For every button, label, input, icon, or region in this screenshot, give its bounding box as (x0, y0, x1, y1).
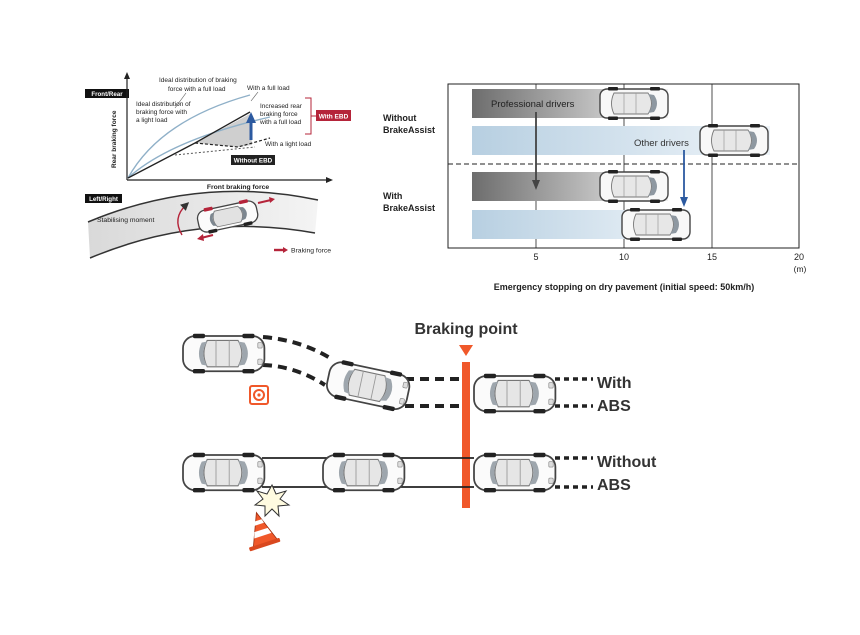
group-without-label-2: BrakeAssist (383, 125, 435, 135)
ideal-full-load-curve (127, 94, 251, 179)
without-abs-label-1: Without (597, 454, 657, 471)
without-ebd-badge-label: Without EBD (234, 158, 273, 165)
ebd-x-label: Front braking force (207, 184, 270, 191)
ideal-light-label-3: a light load (136, 117, 168, 124)
with-full-load-label: With a full load (247, 85, 290, 92)
other-drivers-label: Other drivers (634, 138, 689, 149)
ideal-light-label-1: Ideal distribution of (136, 101, 191, 108)
without-ebd-badge (231, 155, 275, 165)
braking-point-label: Braking point (414, 321, 518, 338)
stabilising-moment-label: Stabilising moment (97, 217, 155, 224)
professional-arrow (532, 180, 540, 190)
front-rear-tag (85, 89, 129, 98)
with-abs-track (182, 332, 593, 415)
car-with-abs-start (182, 332, 266, 375)
with-ebd-badge-label: With EBD (319, 113, 349, 120)
braking-point-marker-icon (459, 345, 473, 356)
van-professional-without (599, 86, 669, 121)
tick-5: 5 (533, 252, 538, 262)
obstacle-sign-icon (249, 385, 269, 405)
car-with-abs-swerve (323, 356, 413, 415)
car-without-abs-start (182, 451, 266, 494)
group-with-label-2: BrakeAssist (383, 203, 435, 213)
without-abs-label-2: ABS (597, 477, 631, 494)
van-professional-with (599, 169, 669, 204)
braking-force-arrow-front (257, 199, 272, 204)
car-without-abs-mid (322, 451, 406, 494)
without-ebd-line (174, 146, 256, 156)
braking-line (462, 362, 470, 508)
with-light-load-line (194, 137, 271, 148)
tick-20: 20 (794, 252, 804, 262)
van-other-without (699, 123, 769, 158)
unit-label: (m) (794, 264, 807, 274)
van-other-with (621, 207, 691, 242)
group-with-label-1: With (383, 191, 402, 201)
tick-10: 10 (619, 252, 629, 262)
brake-assist-caption: Emergency stopping on dry pavement (init… (494, 282, 755, 292)
ideal-full-load-label-1: Ideal distribution of braking (159, 77, 237, 84)
ebd-y-label: Rear braking force (111, 110, 118, 168)
increase-arrow (246, 112, 256, 123)
car-without-abs-end (473, 451, 557, 494)
ebd-diagram: Front/Rear Rear braking force Front brak… (85, 72, 351, 191)
without-abs-track (182, 451, 593, 494)
professional-drivers-label: Professional drivers (491, 99, 575, 110)
increased-label-2: braking force (260, 111, 298, 118)
stabilising-diagram: Left/Right Stabilising moment Braking fo… (85, 190, 331, 259)
braking-force-legend-label: Braking force (291, 248, 331, 255)
left-right-tag (85, 194, 122, 203)
with-abs-label-2: ABS (597, 398, 631, 415)
left-right-tag-label: Left/Right (89, 196, 118, 203)
other-drivers-arrow (680, 197, 688, 207)
group-without-label-1: Without (383, 113, 416, 123)
increased-label-1: Increased rear (260, 103, 303, 110)
ideal-light-label-2: braking force with (136, 109, 187, 116)
abs-diagram: Braking point With ABS (182, 321, 657, 552)
with-ebd-badge (316, 110, 351, 121)
with-light-load-label: With a light load (265, 141, 312, 148)
car-with-abs-end (473, 372, 557, 415)
ebd-increase-area (195, 114, 252, 147)
tick-15: 15 (707, 252, 717, 262)
traffic-cone-icon (249, 511, 281, 552)
with-abs-label-1: With (597, 375, 632, 392)
front-rear-tag-label: Front/Rear (91, 91, 123, 98)
stabilising-arc-icon (177, 202, 190, 236)
brake-assist-chart: Professional drivers Other drivers Witho… (383, 83, 807, 292)
ideal-full-load-label-2: force with a full load (168, 86, 226, 93)
collision-burst-icon (253, 483, 291, 518)
braking-force-legend-icon (283, 247, 288, 253)
increased-label-3: with a full load (259, 119, 302, 126)
